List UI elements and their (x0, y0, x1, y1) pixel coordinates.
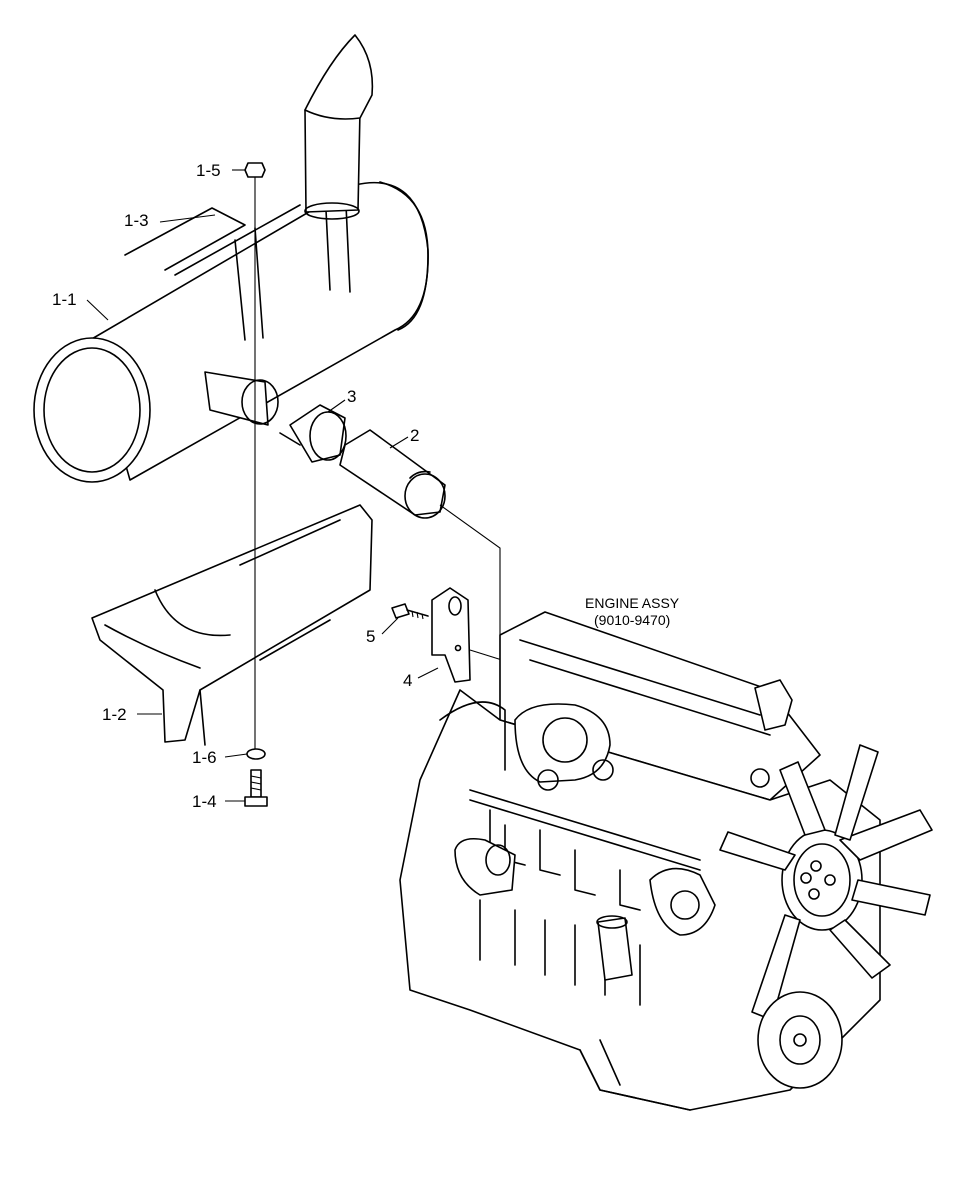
exhaust-pipe-part (339, 429, 446, 519)
callout-5: 5 (366, 627, 375, 646)
pipe-bracket-part (431, 587, 471, 683)
callout-1-4: 1-4 (192, 792, 217, 811)
callout-1-1: 1-1 (52, 290, 77, 309)
engine-assy-label: ENGINE ASSY (585, 595, 680, 611)
bolt-assembly (244, 162, 268, 807)
clamp-part (279, 404, 347, 463)
callout-1-2: 1-2 (102, 705, 127, 724)
callout-4: 4 (403, 671, 412, 690)
callout-1-3: 1-3 (124, 211, 149, 230)
callout-leaders (86, 169, 439, 802)
bracket-bolt-part (391, 603, 429, 620)
callout-1-6: 1-6 (192, 748, 217, 767)
callout-3: 3 (347, 387, 356, 406)
muffler-part (33, 34, 429, 483)
mounting-bracket-part (91, 504, 373, 746)
leader-line-bracket (469, 649, 503, 661)
callout-2: 2 (410, 426, 419, 445)
engine-assy-code: (9010-9470) (594, 612, 670, 628)
engine-assembly (399, 611, 933, 1111)
callout-1-5: 1-5 (196, 161, 221, 180)
heat-shield-part (124, 207, 246, 271)
